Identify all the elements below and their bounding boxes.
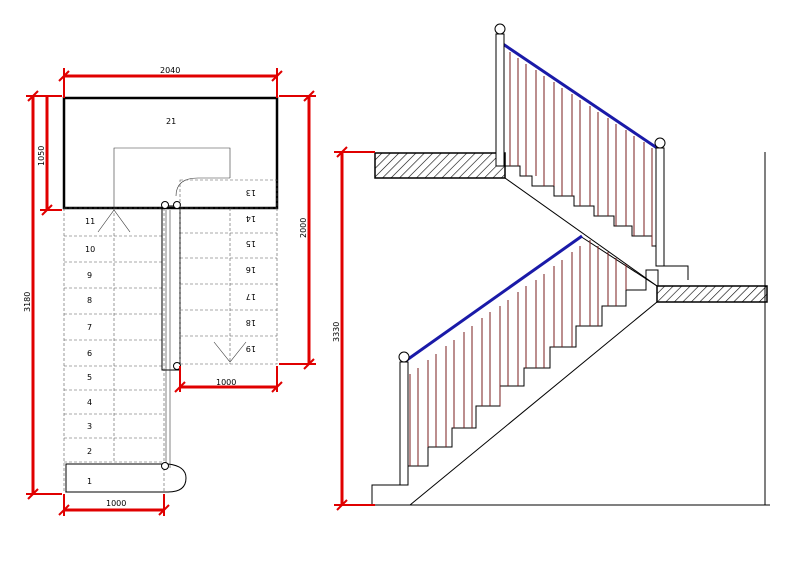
plan-newel-top-left [161,201,169,209]
elevation-landing-newel [654,137,666,267]
plan-step-13: 13 [246,188,256,197]
plan-upper-risers [180,207,277,337]
plan-step-14: 14 [246,214,256,223]
plan-step-6: 6 [87,349,92,358]
dim-right-height: 2000 [279,90,316,370]
dim-top-width-label: 2040 [160,66,180,75]
dim-right-bottom-width-label: 1000 [216,378,236,387]
plan-step-1: 1 [87,477,92,486]
dim-top-width: 2040 [58,66,283,98]
plan-landing [62,96,279,210]
elevation-upper-handrail [499,40,661,152]
plan-upper-flight [179,179,278,365]
elevation-upper-slab [374,152,506,179]
dim-bottom-width: 1000 [58,494,170,516]
elevation-lower-stringer [409,301,658,506]
plan-step-4: 4 [87,398,92,407]
plan-step-7: 7 [87,323,92,332]
elevation-view: 3330 [332,23,770,511]
dim-landing-depth: 1050 [37,96,62,216]
plan-step-15: 15 [246,239,256,248]
elevation-bottom-newel [398,351,410,486]
plan-lower-risers [64,235,164,463]
plan-landing-inner-line [113,147,231,208]
elevation-upper-balusters [509,52,653,246]
plan-step-19: 19 [246,344,256,353]
plan-step-18: 18 [246,318,256,327]
plan-step-8: 8 [87,296,92,305]
plan-first-step [65,463,187,493]
dim-right-bottom-width: 1000 [174,366,283,393]
dim-landing-depth-label: 1050 [37,146,46,166]
elevation-landing-slab [656,285,768,303]
dim-left-height: 3180 [23,90,62,500]
plan-lower-arrow [97,209,131,233]
plan-step-5: 5 [87,373,92,382]
plan-step-16: 16 [246,265,256,274]
plan-newel-top-right [173,201,181,209]
plan-landing-label: 21 [166,117,176,126]
dim-right-height-label: 2000 [299,218,308,238]
dim-left-height-label: 3180 [23,292,32,312]
plan-upper-arrow [213,341,247,363]
plan-handrail [161,205,181,371]
plan-step-9: 9 [87,271,92,280]
plan-step-2: 2 [87,447,92,456]
dim-bottom-width-label: 1000 [106,499,126,508]
plan-newel-bottom [161,462,169,470]
dim-elevation-height: 3330 [332,146,375,511]
elevation-upper-stringer [504,177,658,287]
elevation-lower-balusters [409,240,627,466]
plan-landing-curve [175,177,230,197]
elevation-lower-steps [371,269,659,505]
plan-view: 21 1 2 3 4 5 6 7 8 9 10 11 [23,66,316,516]
elevation-lower-handrail [403,234,583,364]
plan-step-3: 3 [87,422,92,431]
plan-step-17: 17 [246,292,256,301]
elevation-top-newel [494,23,506,167]
plan-step-10: 10 [85,245,95,254]
dim-elevation-height-label: 3330 [332,322,341,342]
plan-step-11: 11 [85,217,95,226]
